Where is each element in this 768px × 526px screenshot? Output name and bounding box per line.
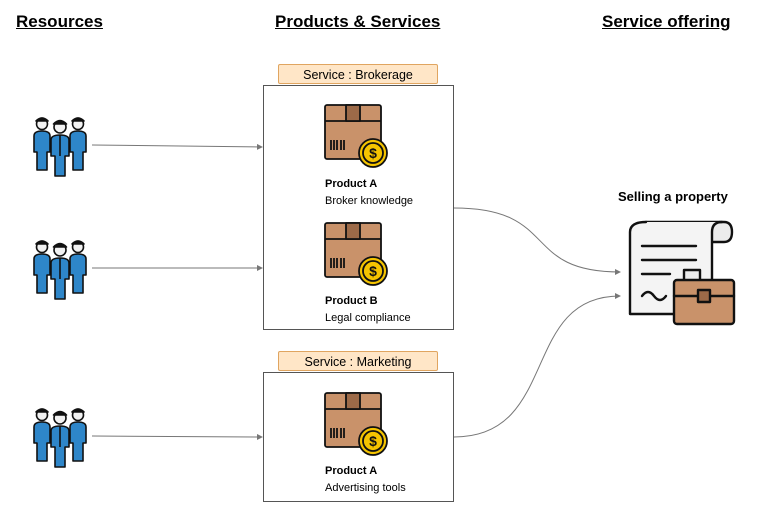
heading-products-services: Products & Services <box>275 12 441 31</box>
offering-title: Selling a property <box>618 189 728 204</box>
product-box-icon: $ <box>324 222 388 286</box>
connector-marketing-offering <box>453 293 621 438</box>
product-description: Broker knowledge <box>325 195 414 207</box>
product-title: Product B <box>325 295 378 307</box>
connector-resource-3 <box>91 433 263 440</box>
people-group-icon <box>33 117 87 177</box>
product-box-icon: $ <box>324 392 388 456</box>
people-group-icon <box>33 408 87 468</box>
service-label-brokerage: Service : Brokerage <box>278 64 438 84</box>
svg-text:$: $ <box>369 263 377 279</box>
people-group-icon <box>33 240 87 300</box>
svg-text:$: $ <box>369 145 377 161</box>
contract-briefcase-icon <box>628 220 736 326</box>
svg-text:$: $ <box>369 433 377 449</box>
connector-resource-1 <box>91 143 263 150</box>
heading-service-offering: Service offering <box>602 12 731 31</box>
product-box-icon: $ <box>324 104 388 168</box>
connector-brokerage-offering <box>453 207 621 275</box>
product-title: Product A <box>325 465 378 477</box>
service-label-marketing: Service : Marketing <box>278 351 438 371</box>
product-description: Legal compliance <box>325 312 411 324</box>
heading-resources: Resources <box>16 12 103 31</box>
product-description: Advertising tools <box>325 482 406 494</box>
product-title: Product A <box>325 178 378 190</box>
